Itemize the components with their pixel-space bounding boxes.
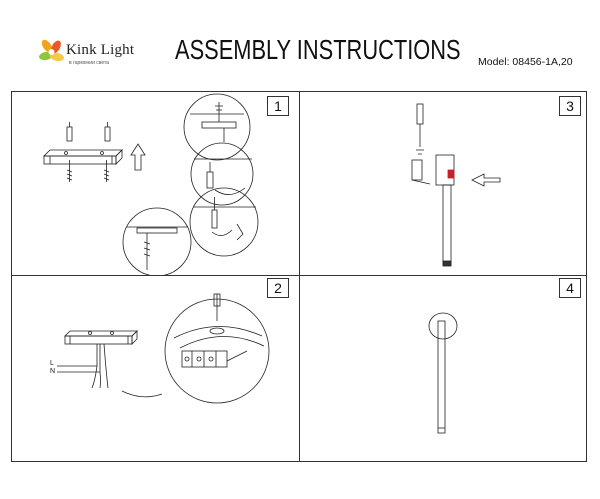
step-1-number: 1 <box>267 96 289 116</box>
step-4-number: 4 <box>559 278 581 298</box>
instruction-grid: 1 3 2 4 <box>11 91 587 462</box>
grid-divider-horizontal <box>12 275 586 276</box>
step-2-number: 2 <box>267 278 289 298</box>
flower-logo-icon <box>39 39 64 62</box>
step-3-diagram <box>411 103 501 267</box>
lamp-tube-icon <box>435 154 455 267</box>
wire-label-n: N <box>50 368 56 375</box>
step-4-diagram <box>428 312 458 434</box>
detail-circle-anchor <box>189 187 259 257</box>
wires-icon <box>57 343 163 398</box>
bracket-clip-icon <box>411 159 431 185</box>
step-2-diagram <box>57 293 270 404</box>
wall-anchor-icon <box>66 122 111 142</box>
grid-divider-vertical <box>299 92 300 461</box>
detail-circle-ceiling <box>183 93 251 161</box>
detail-circle-drill <box>190 142 254 206</box>
screwdriver-icon <box>416 103 424 147</box>
page-title: ASSEMBLY INSTRUCTIONS <box>175 34 461 65</box>
assembled-lamp-icon <box>428 312 458 434</box>
brand-name: Kink Light <box>66 42 135 58</box>
step-3-number: 3 <box>559 96 581 116</box>
brand-logo: Kink Light в гармонии света <box>38 38 148 72</box>
screw-icon <box>416 149 424 155</box>
screw-icon <box>66 160 110 182</box>
connection-detail-circle <box>164 293 270 404</box>
detail-circle-bracket <box>122 207 192 275</box>
mounting-bracket-icon <box>43 149 123 165</box>
left-arrow-icon <box>471 173 501 187</box>
mounting-bracket-icon <box>64 330 138 345</box>
wire-label-l: L <box>50 360 54 367</box>
model-number: Model: 08456-1A,20 <box>478 56 573 68</box>
step-1-diagram <box>43 93 259 275</box>
up-arrow-icon <box>130 143 146 171</box>
brand-tagline: в гармонии света <box>69 60 110 66</box>
